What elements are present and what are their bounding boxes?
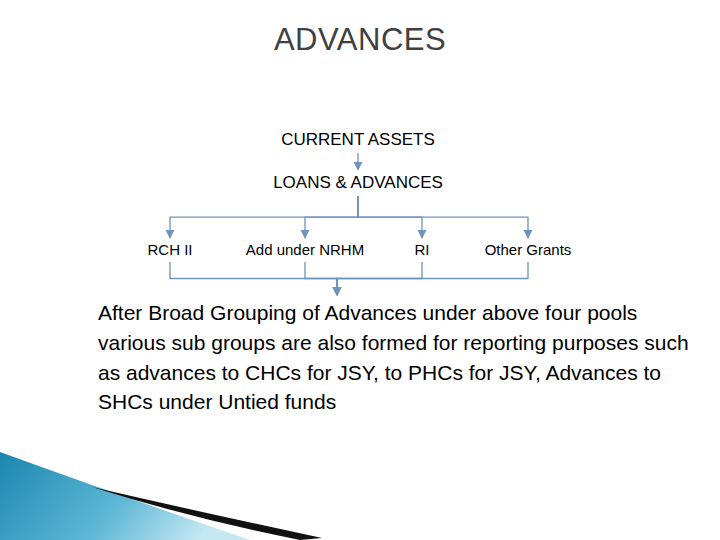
flow-arrow xyxy=(337,262,528,295)
black-swoosh xyxy=(92,487,322,540)
group-label: RCH II xyxy=(144,239,197,261)
node-text: Add under NRHM xyxy=(246,241,364,259)
flow-arrow xyxy=(358,196,528,238)
node-text: RI xyxy=(415,241,430,259)
group-label: RI xyxy=(411,239,434,261)
flow-arrow xyxy=(305,262,337,295)
group-label: Other Grants xyxy=(481,239,576,261)
group-label: LOANS & ADVANCES xyxy=(269,171,447,195)
node-text: Other Grants xyxy=(485,241,572,259)
node-text: CURRENT ASSETS xyxy=(281,130,435,150)
flow-arrow xyxy=(357,153,358,170)
flow-arrow xyxy=(305,196,358,238)
node-text: LOANS & ADVANCES xyxy=(273,173,443,193)
slide-title: ADVANCES xyxy=(0,22,720,58)
flow-arrow xyxy=(170,262,337,295)
group-label: Add under NRHM xyxy=(242,239,368,261)
group-label: CURRENT ASSETS xyxy=(277,128,439,152)
node-text: After Broad Grouping of Advances under a… xyxy=(98,298,690,417)
node-text: RCH II xyxy=(148,241,193,259)
note-text-block: After Broad Grouping of Advances under a… xyxy=(94,296,694,419)
flow-arrow xyxy=(170,196,358,238)
